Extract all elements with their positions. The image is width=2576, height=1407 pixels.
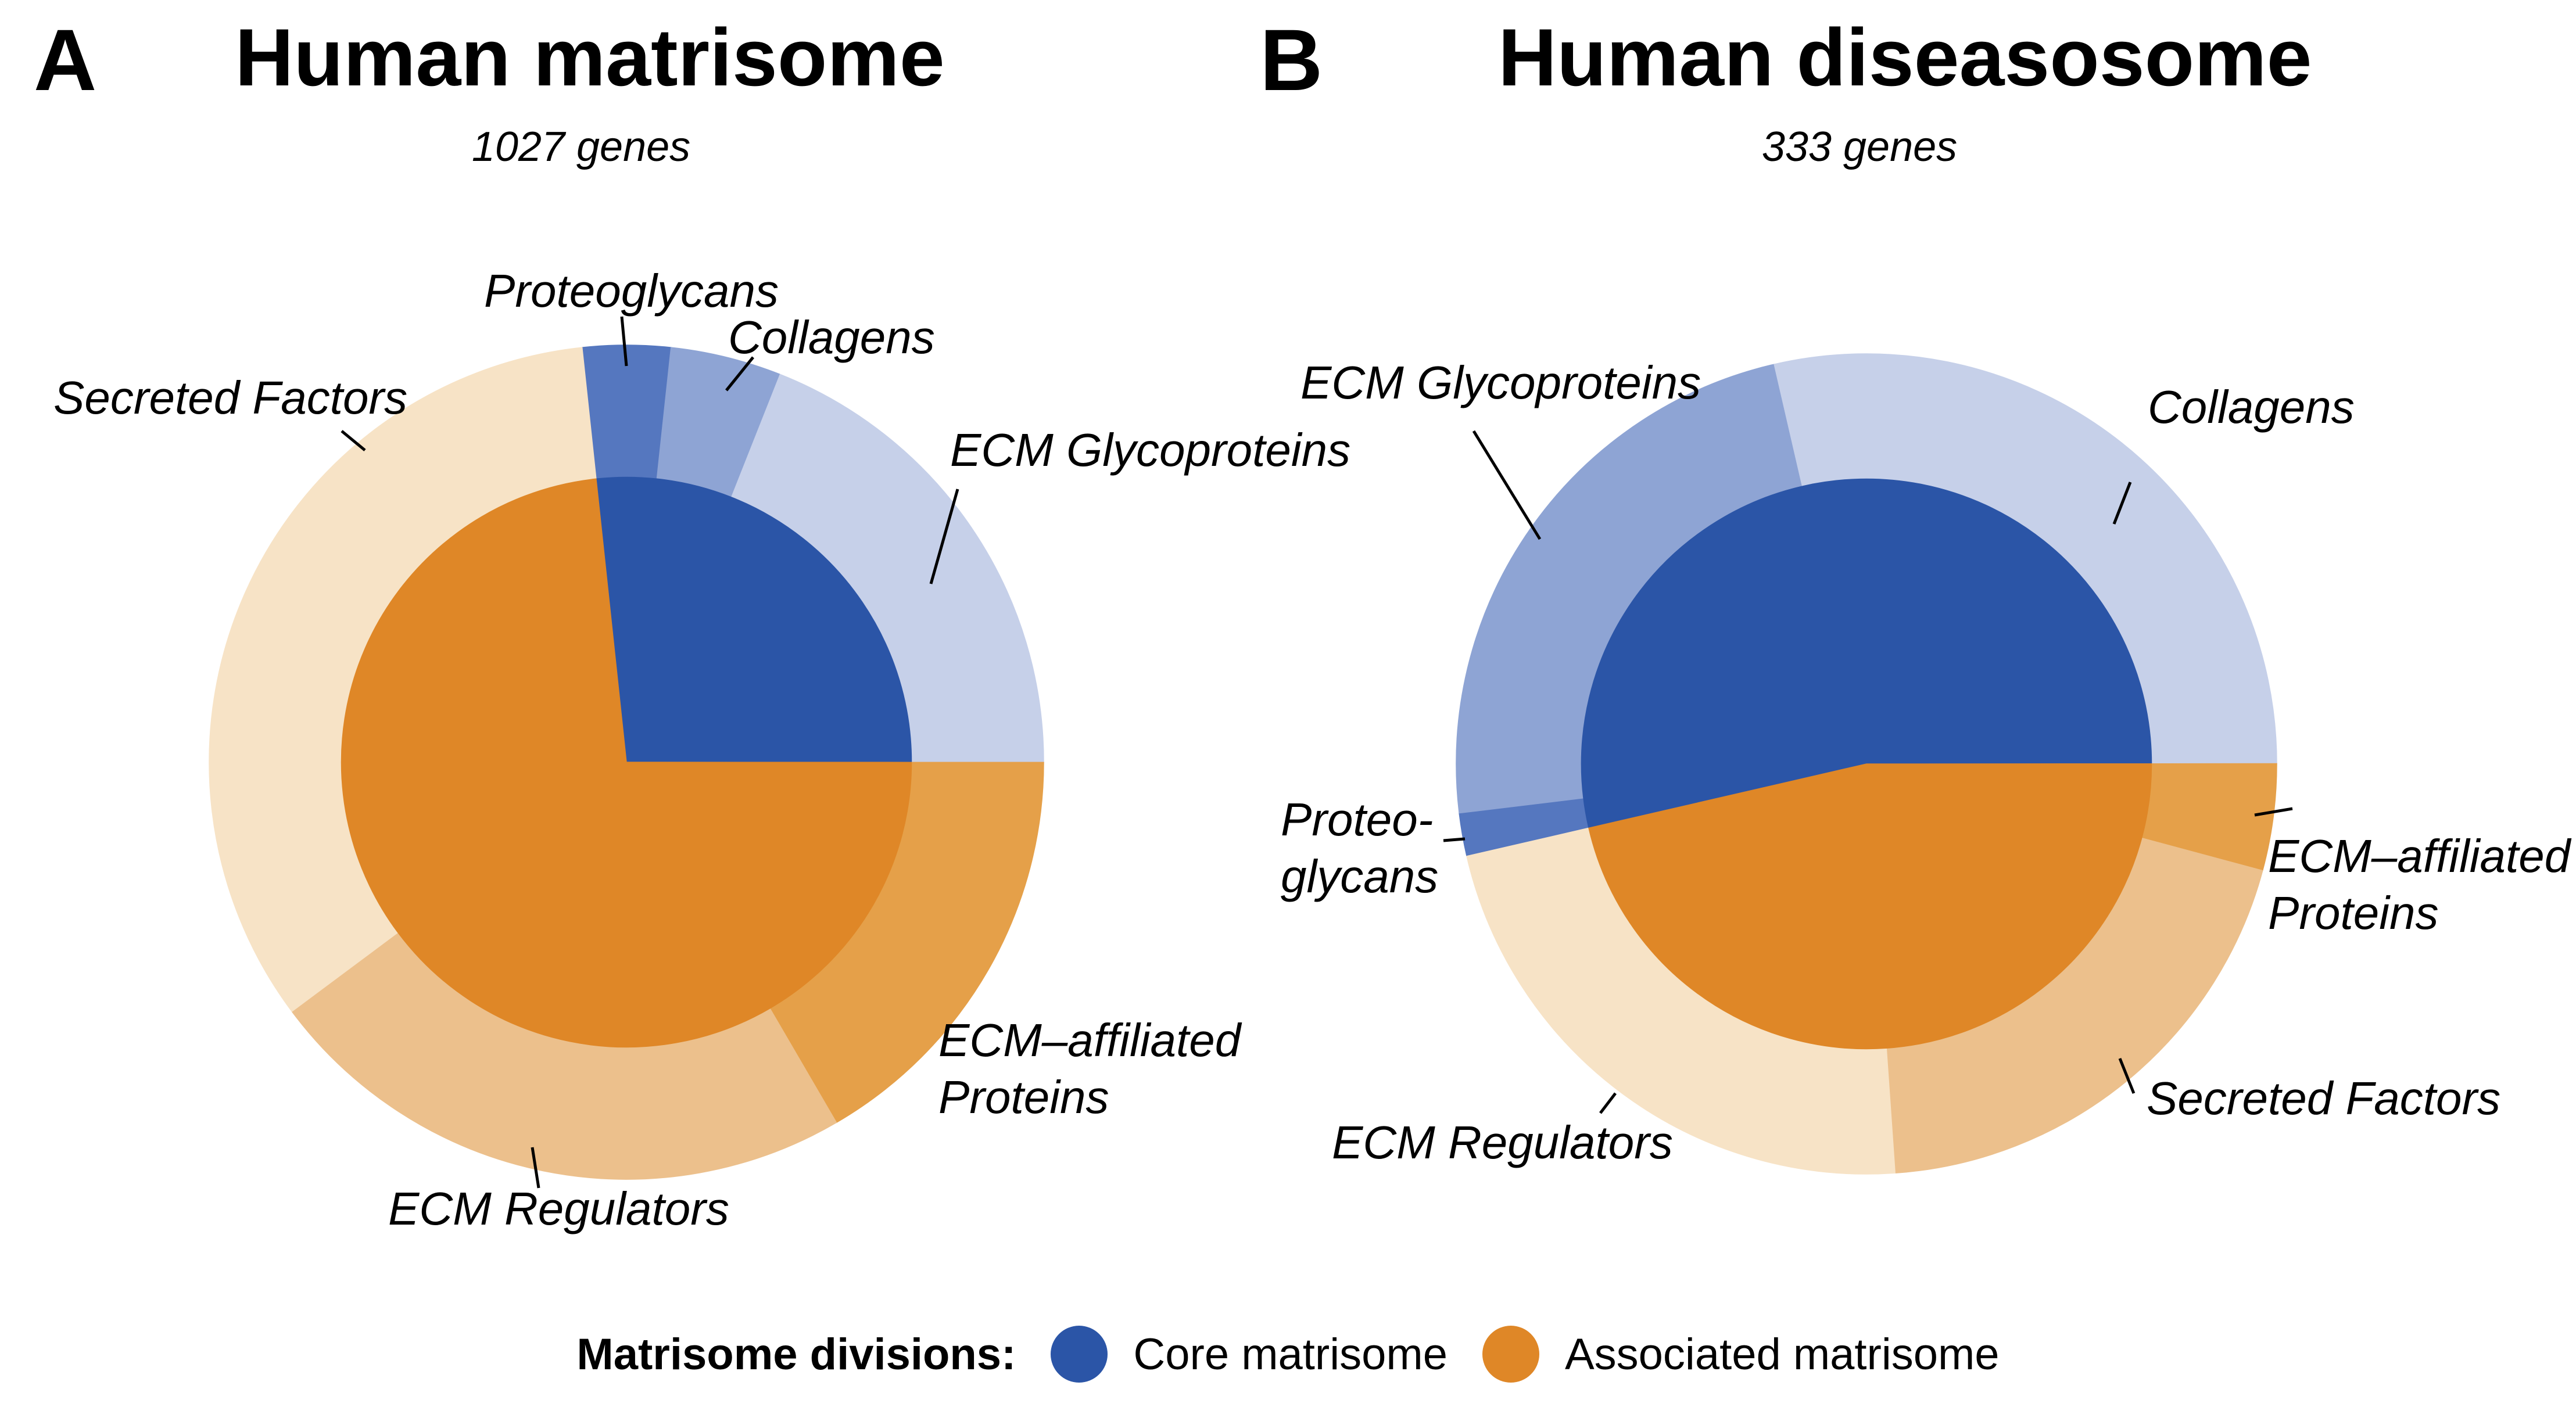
label-b-proteoglycans: Proteo- glycans [1281,791,1438,904]
label-a-ecm-affiliated-line1: ECM–affiliated [938,1014,1241,1066]
label-a-ecm-glycoproteins: ECM Glycoproteins [950,424,1351,476]
label-b-proteoglycans-line2: glycans [1281,850,1439,902]
slice-secreted-factors-a [209,347,597,1013]
label-b-ecm-affiliated-line2: Proteins [2268,886,2439,939]
associated-matrisome-dot-icon [1482,1326,1539,1383]
chart-b-title: Human diseasosome [1498,12,2312,103]
legend-item-associated: Associated matrisome [1482,1326,2000,1383]
slice-ecm-regulators-b [1466,827,1896,1175]
leader-b-collagens-line [2112,482,2132,525]
label-b-proteoglycans-line1: Proteo- [1281,794,1434,845]
legend-label-associated: Associated matrisome [1564,1329,2000,1379]
slice-ecm-glycoproteins-a [731,374,1044,763]
chart-a-title: Human matrisome [235,12,945,103]
legend-heading: Matrisome divisions: [576,1329,1016,1379]
slice-ecm-glycoproteins-b [1456,364,1803,814]
slice-ecm-regulators-a [291,932,837,1180]
label-b-ecm-affiliated-line1: ECM–affiliated [2268,830,2571,882]
label-a-ecm-affiliated-line2: Proteins [938,1071,1109,1123]
leader-a-collagens-line [725,356,754,392]
legend: Matrisome divisions: Core matrisome Asso… [0,1326,2576,1383]
panel-letter-a: A [34,11,97,109]
leader-b-ecm-glycoproteins-line [1472,430,1542,540]
label-b-ecm-regulators: ECM Regulators [1332,1117,1673,1168]
leader-a-secreted-factors-line [341,430,366,451]
slice-collagens-b [1774,353,2277,764]
label-b-ecm-affiliated-proteins: ECM–affiliated Proteins [2268,828,2570,941]
slice-secreted-factors-b [1886,838,2263,1174]
label-a-secreted-factors: Secreted Factors [53,372,408,423]
legend-item-core: Core matrisome [1051,1326,1448,1383]
label-b-secreted-factors: Secreted Factors [2147,1072,2501,1124]
leader-a-ecm-glycoproteins-line [929,489,959,584]
leader-a-ecm-regulators-line [531,1147,540,1189]
label-a-proteoglycans: Proteoglycans [484,265,779,317]
label-a-collagens: Collagens [728,311,935,363]
label-b-collagens: Collagens [2148,381,2355,433]
panel-letter-b: B [1260,11,1323,109]
legend-label-core: Core matrisome [1133,1329,1448,1379]
leader-b-secreted-factors-line [2118,1058,2136,1094]
leader-a-proteoglycans-line [620,316,628,367]
label-b-ecm-glycoproteins: ECM Glycoproteins [1300,357,1701,408]
chart-b-subtitle: 333 genes [1761,124,1958,170]
leader-b-ecm-regulators-line [1599,1092,1617,1114]
leader-b-proteoglycans-line [1443,837,1466,842]
leader-b-ecm-affiliated-line [2254,807,2293,817]
label-a-ecm-regulators: ECM Regulators [388,1183,729,1234]
slice-ecm-affiliated-proteins-a [769,762,1044,1124]
label-a-ecm-affiliated-proteins: ECM–affiliated Proteins [938,1012,1241,1125]
chart-a-subtitle: 1027 genes [471,124,691,170]
core-matrisome-dot-icon [1051,1326,1108,1383]
